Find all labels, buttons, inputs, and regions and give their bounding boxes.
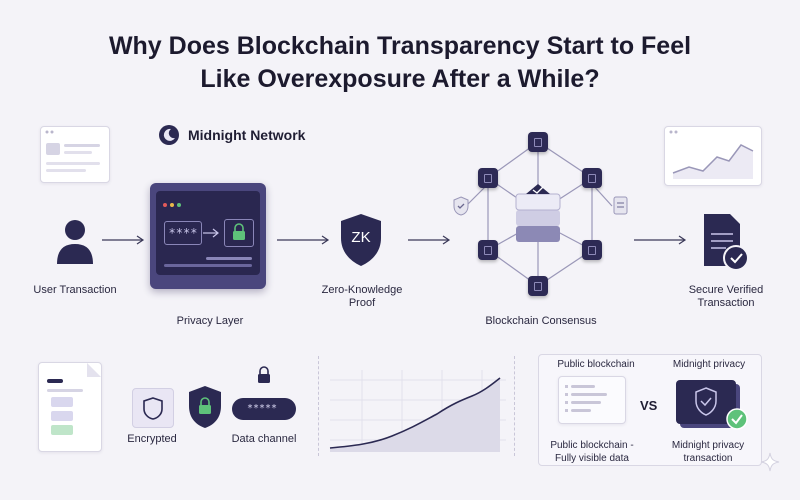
growth-area-chart	[322, 360, 510, 456]
browser-card-illustration	[41, 127, 109, 182]
page-title-line-1: Why Does Blockchain Transparency Start t…	[0, 30, 800, 63]
encrypted-label: Encrypted	[122, 433, 182, 446]
arrow-4	[634, 234, 688, 246]
arrow-1	[102, 234, 146, 246]
inner-arrow	[203, 228, 221, 238]
moon-icon	[158, 124, 180, 146]
privacy-layer-label: Privacy Layer	[160, 315, 260, 328]
verified-document-icon	[700, 212, 752, 272]
consensus-label: Blockchain Consensus	[476, 315, 606, 328]
vs-text: VS	[640, 398, 657, 413]
public-data-illustration	[559, 377, 625, 423]
node-lower-left	[478, 240, 498, 260]
data-channel-pipe: *****	[232, 398, 296, 420]
chart-card	[664, 126, 762, 186]
lock-shield-icon	[186, 384, 224, 430]
user-transaction-label: User Transaction	[22, 284, 128, 297]
zk-shield-icon: ZK	[338, 212, 384, 268]
public-blockchain-header: Public blockchain	[548, 358, 644, 371]
browser-card	[40, 126, 110, 183]
sparkle-icon	[760, 452, 780, 472]
consensus-stack	[512, 180, 564, 250]
side-shield-icon	[452, 196, 470, 216]
brand-name: Midnight Network	[188, 127, 305, 143]
node-lower-right	[582, 240, 602, 260]
user-icon	[55, 218, 95, 268]
midnight-privacy-header: Midnight privacy	[664, 358, 754, 371]
zk-text: ZK	[338, 229, 384, 246]
node-bottom	[528, 276, 548, 296]
arrow-2	[277, 234, 331, 246]
data-channel-label: Data channel	[226, 433, 302, 446]
zk-proof-label: Zero-Knowledge Proof	[314, 284, 410, 310]
midnight-privacy-caption: Midnight privacy transaction	[666, 439, 750, 465]
encrypted-panel	[132, 388, 174, 428]
public-blockchain-caption: Public blockchain - Fully visible data	[550, 439, 634, 465]
form-document-illustration	[39, 363, 101, 451]
padlock-icon	[256, 366, 272, 384]
verified-transaction-label: Secure Verified Transaction	[676, 284, 776, 310]
lock-icon	[224, 219, 254, 247]
page-title-line-2: Like Overexposure After a While?	[0, 63, 800, 96]
trend-line-illustration	[665, 127, 761, 185]
green-check-icon	[726, 408, 748, 430]
node-top	[528, 132, 548, 152]
encrypted-shield-icon	[133, 389, 173, 427]
masked-input-box: ****	[164, 221, 202, 245]
side-document-icon	[612, 196, 630, 216]
form-document-card	[38, 362, 102, 452]
node-upper-left	[478, 168, 498, 188]
node-upper-right	[582, 168, 602, 188]
privacy-layer-window: ****	[150, 183, 266, 289]
channel-masked-text: *****	[238, 403, 286, 415]
public-blockchain-card	[558, 376, 626, 424]
